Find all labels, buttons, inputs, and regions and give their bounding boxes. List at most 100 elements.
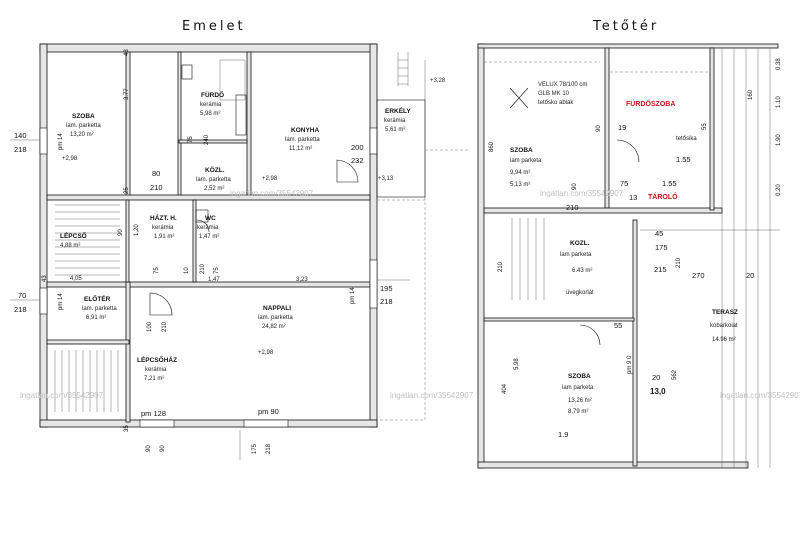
dim-210c: 210 xyxy=(162,321,168,332)
room-konyha-type: lam. parketta xyxy=(285,137,320,143)
dim-328: +3,28 xyxy=(430,78,446,84)
dim-75: 75 xyxy=(188,136,194,143)
dim-100: 100 xyxy=(147,321,153,332)
stair-lepcso xyxy=(55,204,120,276)
dim-75b: 75 xyxy=(154,267,160,274)
toilet-furdo xyxy=(181,64,193,80)
teto-tarolo: TÁROLÓ xyxy=(648,192,678,201)
teto-wall-5 xyxy=(483,317,635,322)
watermark-3: ingatlan.com/35542907 xyxy=(390,391,474,400)
room-kozl-area: 2,52 m² xyxy=(204,186,224,192)
teto-uvegkorlat: üvegkorlát xyxy=(566,290,594,296)
room-nappali-level: +2,98 xyxy=(258,350,274,356)
teto-szoba2-name: SZOBA xyxy=(568,373,591,380)
teto-wall-bottom xyxy=(477,461,749,469)
teto-dim-13b: 13,0 xyxy=(650,387,666,396)
teto-dim-190: 1.90 xyxy=(776,134,782,146)
teto-terasz-type: kobarkoiat xyxy=(710,323,738,329)
dim-323: 3,23 xyxy=(296,277,308,283)
room-lepcsohaz-type: kerámia xyxy=(145,367,167,373)
window-nappali-bottom xyxy=(243,419,289,428)
window-konyha xyxy=(369,127,378,155)
dim-35: 35 xyxy=(124,425,130,432)
dim-70: 70 xyxy=(18,291,26,300)
room-lepcso-name: LÉPCSŐ xyxy=(60,231,87,240)
room-nappali-area: 24,82 m² xyxy=(262,324,286,330)
teto-wall-1 xyxy=(604,47,610,209)
dim-43a: 43 xyxy=(124,49,130,56)
emelet-plan: SZOBA lam. parketta 13,20 m² +2,98 FÜRDŐ… xyxy=(10,43,470,460)
teto-dim-pm90: pm 9 0 xyxy=(627,355,633,374)
room-lepcsohaz-name: LÉPCSŐHÁZ xyxy=(137,355,177,364)
door-eloter xyxy=(149,292,173,316)
dim-240: 240 xyxy=(204,134,210,145)
wall-right xyxy=(369,43,378,428)
wall-left xyxy=(39,43,48,428)
watermark-1: ingatlan.com/35542907 xyxy=(230,189,314,198)
teto-dim-404: 404 xyxy=(502,383,508,394)
room-konyha-level: +2,98 xyxy=(262,176,278,182)
window-lepcsohaz xyxy=(139,419,175,428)
wall-bottom xyxy=(39,419,378,428)
watermark-2: ingatlan.com/35542907 xyxy=(20,391,104,400)
dim-218a: 218 xyxy=(14,145,27,154)
furdo-shower xyxy=(219,59,246,101)
teto-dim-90b: 90 xyxy=(572,183,578,190)
teto-szoba2-type: lam parketa xyxy=(562,385,594,391)
wall-int-1 xyxy=(125,51,131,197)
teto-dim-038: 0.38 xyxy=(776,58,782,70)
dim-210a: 210 xyxy=(150,183,163,192)
room-szoba-type: lam. parketta xyxy=(66,123,101,129)
teto-stair xyxy=(511,218,545,300)
dim-218d: 218 xyxy=(266,443,272,454)
teto-szoba1-area1: 9,94 m² xyxy=(510,170,530,176)
dim-43c: 43 xyxy=(42,275,48,282)
teto-szoba2-area1: 13,26 m² xyxy=(568,398,592,404)
stair-lepcsohaz xyxy=(54,350,119,412)
wall-int-7 xyxy=(46,339,130,345)
teto-dim-215: 215 xyxy=(654,265,667,274)
dim-90a: 90 xyxy=(118,229,124,236)
title-emelet: Emelet xyxy=(182,19,246,34)
dim-218c: 218 xyxy=(380,297,393,306)
room-haztb-area: 1,91 m² xyxy=(154,234,174,240)
dim-lines xyxy=(10,139,410,460)
room-furdo-type: kerámia xyxy=(200,102,222,108)
room-erkely-area: 5,61 m² xyxy=(385,127,405,133)
dim-90b: 90 xyxy=(146,445,152,452)
room-furdo-area: 5,98 m² xyxy=(200,111,220,117)
teto-dim-160: 160 xyxy=(748,89,754,100)
room-erkely-type: kerámia xyxy=(384,118,406,124)
room-eloter-type: lam. parketta xyxy=(82,306,117,312)
teto-dim-13: 13 xyxy=(629,193,637,202)
teto-dim-562: 562 xyxy=(672,369,678,380)
teto-dim-19b: 1.9 xyxy=(558,430,568,439)
balcony-stair xyxy=(397,52,426,200)
room-wc-area: 1,47 m² xyxy=(199,234,219,240)
title-tetoter: Tetőtér xyxy=(592,19,659,34)
room-eloter-name: ELŐTÉR xyxy=(84,294,111,303)
wall-top xyxy=(39,43,378,53)
bathtub xyxy=(235,94,247,136)
teto-kozl-name: KOZL. xyxy=(570,240,590,247)
teto-dim-55a: 55 xyxy=(702,123,708,130)
teto-dim-45: 45 xyxy=(655,229,663,238)
dim-25: 25 xyxy=(124,187,130,194)
dim-210b: 210 xyxy=(200,263,206,274)
dim-80: 80 xyxy=(152,169,160,178)
dim-75c: 75 xyxy=(214,267,220,274)
room-wc-name: WC xyxy=(205,215,216,222)
teto-dim-210a: 210 xyxy=(566,203,579,212)
teto-dim-210c: 210 xyxy=(676,257,682,268)
toilet-wc xyxy=(195,209,209,223)
room-szoba-level: +2,98 xyxy=(62,156,78,162)
room-lepcsohaz-area: 7,21 m² xyxy=(144,376,164,382)
door-wc xyxy=(196,219,210,233)
teto-dim-175: 175 xyxy=(655,243,668,252)
door-erkely xyxy=(336,159,359,183)
teto-dim-110: 1.10 xyxy=(776,96,782,108)
teto-dim-55b: 55 xyxy=(614,321,622,330)
teto-dim-598: 5,98 xyxy=(514,358,520,370)
room-szoba-area: 13,20 m² xyxy=(70,132,94,138)
teto-terasz-name: TERASZ xyxy=(712,309,738,316)
